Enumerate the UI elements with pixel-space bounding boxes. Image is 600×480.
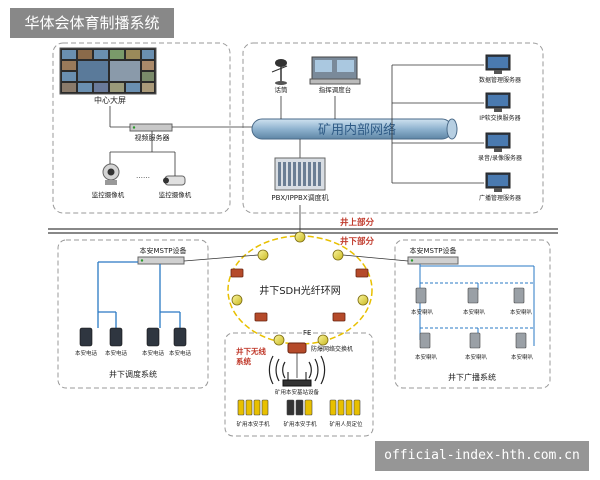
camera-icon-b	[163, 175, 186, 186]
base-station-icon	[282, 372, 312, 387]
phone-system-label: 井下调度系统	[109, 369, 157, 379]
divider-label-above: 井上部分	[340, 217, 375, 228]
handset-label: 矿用本安手机	[236, 420, 270, 428]
mstp-right-ring-link	[342, 254, 409, 262]
speaker-icons	[415, 287, 527, 349]
server-label-broadcast: 广播管理服务器	[479, 194, 521, 202]
broadcast-system-label: 井下广播系统	[448, 372, 496, 382]
divider-label-below: 井下部分	[340, 236, 375, 247]
phone-icons	[79, 327, 187, 347]
server-label-record: 录音/录像服务器	[478, 154, 522, 162]
locator-label: 矿用人员定位	[329, 420, 363, 428]
wireless-region	[224, 332, 374, 437]
camera-label-b: 监控摄像机	[159, 190, 192, 199]
surface-left-links	[109, 106, 252, 176]
server-icon-broadcast	[485, 172, 511, 192]
mic-label: 话筒	[275, 85, 289, 94]
mstp-left-ring-link	[183, 254, 259, 262]
ring-nodes	[231, 231, 369, 346]
speaker-label-6: 本安喇叭	[511, 353, 534, 361]
phone-label-2: 本安电话	[105, 349, 128, 357]
camera-label-a: 监控摄像机	[92, 190, 125, 199]
speaker-label-5: 本安喇叭	[465, 353, 488, 361]
speaker-label-1: 本安喇叭	[411, 308, 434, 316]
pbx-icon	[274, 157, 326, 191]
server-links	[391, 64, 484, 184]
fe-label: FE	[303, 329, 311, 337]
locator-icons	[329, 399, 361, 416]
mstp-right-label: 本安MSTP设备	[410, 246, 457, 255]
dispatch-region	[57, 239, 209, 389]
ellipsis: ……	[136, 172, 150, 180]
radio-waves-icon	[268, 355, 326, 385]
mstp-right-icon	[407, 256, 459, 265]
center-screen-label: 中心大屏	[94, 95, 126, 105]
mic-icon	[271, 59, 288, 85]
base-station-label: 矿用本安基站设备	[275, 388, 320, 396]
ground-divider	[48, 228, 558, 234]
camera-icon-a	[102, 163, 120, 185]
wireless-title-1: 井下无线	[236, 346, 266, 356]
pbx-label: PBX/IPPBX调度机	[271, 193, 328, 202]
surface-right-region	[242, 42, 544, 214]
phone-links	[97, 261, 181, 328]
server-label-ip: IP软交换服务器	[479, 114, 520, 122]
phone-label-3: 本安电话	[142, 349, 165, 357]
switch-label: 防爆网络交换机	[311, 345, 353, 353]
switch-icon	[287, 342, 307, 354]
dispatch-console-label: 指挥调度台	[319, 85, 352, 94]
video-server-icon	[129, 123, 173, 132]
mstp-left-label: 本安MSTP设备	[140, 246, 187, 255]
phone-label-1: 本安电话	[75, 349, 98, 357]
handset-label-b: 矿用本安手机	[283, 420, 317, 428]
ring-label: 井下SDH光纤环网	[259, 284, 341, 297]
pbx-links	[280, 96, 336, 158]
watermark: official-index-hth.com.cn	[375, 441, 589, 471]
server-label-data: 数据管理服务器	[479, 76, 521, 84]
surface-left-region	[52, 42, 231, 214]
broadcast-region	[394, 239, 551, 389]
ring-routers	[230, 268, 369, 322]
speaker-label-2: 本安喇叭	[463, 308, 486, 316]
phone-label-4: 本安电话	[169, 349, 192, 357]
server-icon-data	[485, 54, 511, 74]
mstp-left-icon	[137, 256, 185, 265]
center-screen-icon	[59, 47, 157, 95]
server-icon-record	[485, 132, 511, 152]
server-icon-ip	[485, 92, 511, 112]
dispatch-console-icon	[309, 56, 361, 85]
handset-icons	[237, 399, 313, 416]
page-title: 华体会体育制播系统	[10, 8, 174, 38]
network-pipe	[251, 118, 458, 140]
wireless-title-2: 系统	[236, 356, 251, 366]
network-label: 矿用内部网络	[318, 122, 396, 138]
speaker-label-3: 本安喇叭	[510, 308, 533, 316]
speaker-label-4: 本安喇叭	[415, 353, 438, 361]
